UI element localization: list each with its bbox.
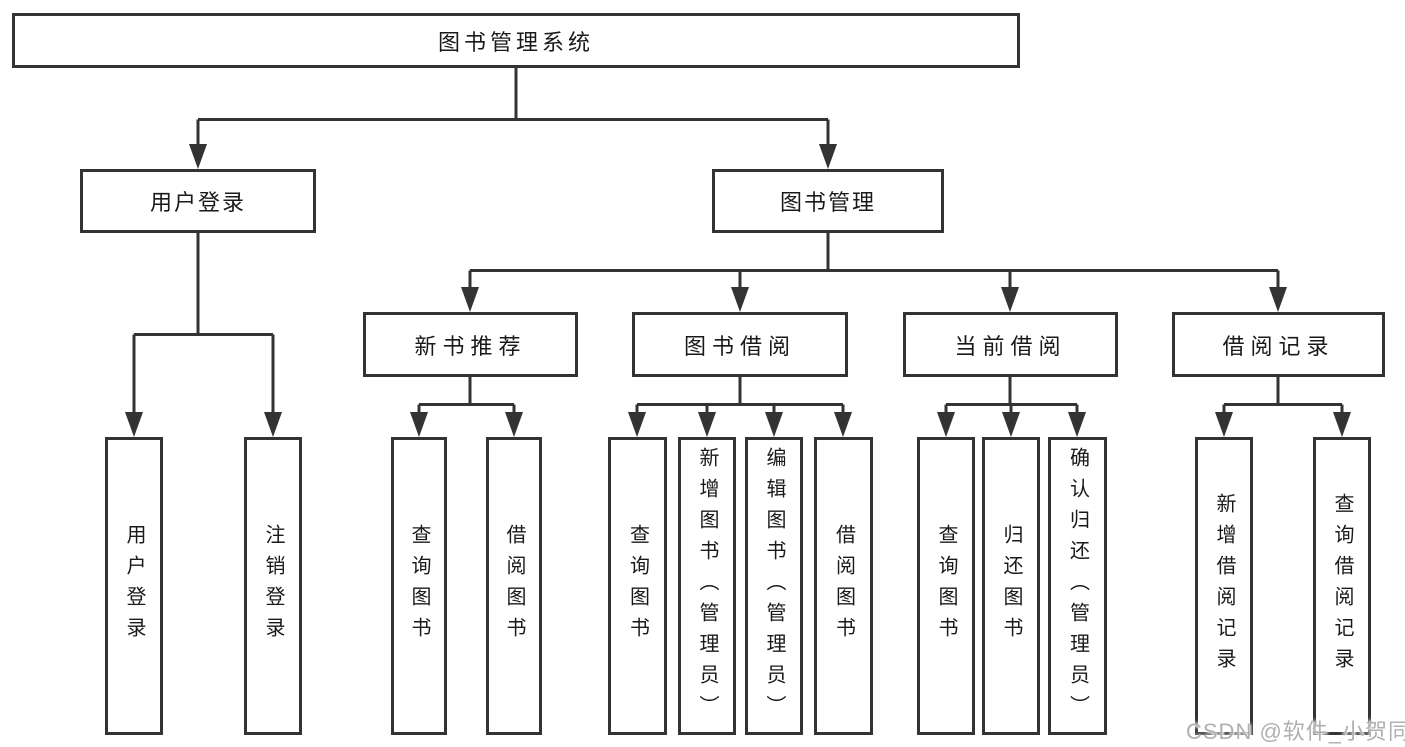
node-label: 查询图书 xyxy=(408,524,430,648)
node-new-book-recommend: 新书推荐 xyxy=(363,312,578,377)
node-library-management-system: 图书管理系统 xyxy=(12,13,1020,68)
connector-book-management-group xyxy=(461,233,1287,312)
node-label: 用户登录 xyxy=(149,190,246,215)
node-label: 查询借阅记录 xyxy=(1331,493,1353,679)
node-label: 新书推荐 xyxy=(414,333,527,359)
node-borrow-records: 借阅记录 xyxy=(1172,312,1385,377)
leaf-add-books-admin: 新增图书（管理员） xyxy=(678,437,736,735)
node-label: 新增借阅记录 xyxy=(1213,493,1235,679)
connector-root-to-level2 xyxy=(189,68,837,169)
leaf-borrow-books-recommend: 借阅图书 xyxy=(486,437,542,735)
node-label: 确认归还（管理员） xyxy=(1066,446,1089,726)
connector-borrow-records-group xyxy=(1215,377,1351,437)
connector-user-login-group xyxy=(125,233,282,437)
node-label: 图书管理系统 xyxy=(437,29,594,55)
leaf-query-books-borrow: 查询图书 xyxy=(608,437,667,735)
connector-new-book-recommend-group xyxy=(410,377,523,437)
node-label: 新增图书（管理员） xyxy=(696,446,718,726)
leaf-add-borrow-record: 新增借阅记录 xyxy=(1195,437,1253,735)
leaf-query-borrow-record: 查询借阅记录 xyxy=(1313,437,1371,735)
node-user-login: 用户登录 xyxy=(80,169,316,233)
node-label: 借阅记录 xyxy=(1222,333,1335,359)
node-label: 查询图书 xyxy=(626,524,649,648)
leaf-confirm-return-admin: 确认归还（管理员） xyxy=(1048,437,1107,735)
node-label: 查询图书 xyxy=(935,524,957,648)
node-label: 图书管理 xyxy=(779,190,876,215)
watermark: CSDN @软件_小贺同学 xyxy=(1186,719,1405,744)
node-label: 当前借阅 xyxy=(954,333,1067,359)
leaf-edit-books-admin: 编辑图书（管理员） xyxy=(745,437,803,735)
leaf-query-books-recommend: 查询图书 xyxy=(391,437,447,735)
leaf-return-books: 归还图书 xyxy=(982,437,1040,735)
connector-book-borrow-group xyxy=(628,377,852,437)
leaf-borrow-books: 借阅图书 xyxy=(814,437,873,735)
node-label: 编辑图书（管理员） xyxy=(763,446,785,726)
node-book-borrow: 图书借阅 xyxy=(632,312,848,377)
node-label: 用户登录 xyxy=(123,524,145,648)
node-label: 图书借阅 xyxy=(683,333,796,359)
node-book-management: 图书管理 xyxy=(712,169,944,233)
node-current-borrow: 当前借阅 xyxy=(903,312,1118,377)
connector-current-borrow-group xyxy=(937,377,1086,437)
leaf-user-login: 用户登录 xyxy=(105,437,163,735)
node-label: 归还图书 xyxy=(1000,524,1022,648)
node-label: 注销登录 xyxy=(262,524,284,648)
node-label: 借阅图书 xyxy=(503,524,525,648)
node-label: 借阅图书 xyxy=(832,524,855,648)
leaf-logout: 注销登录 xyxy=(244,437,302,735)
leaf-query-books-current: 查询图书 xyxy=(917,437,975,735)
